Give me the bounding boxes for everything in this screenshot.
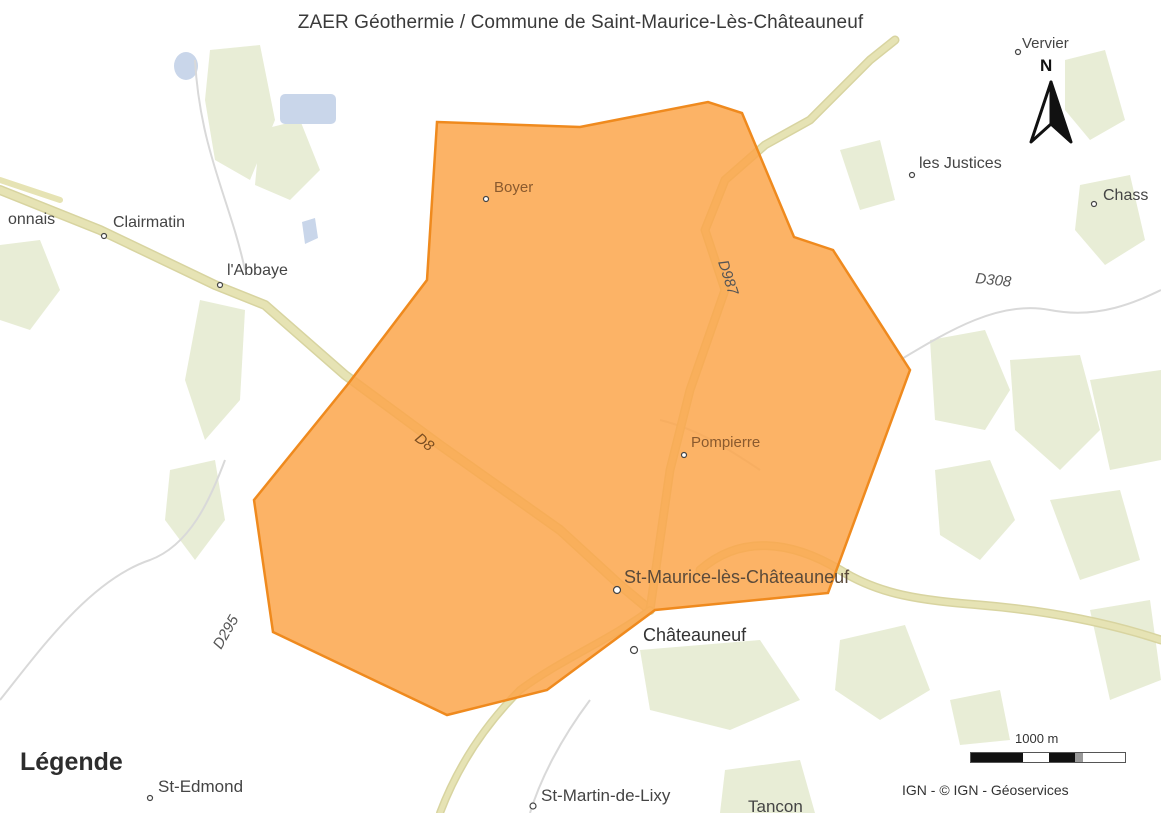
legend-title: Légende xyxy=(20,748,123,776)
north-label: N xyxy=(1040,56,1053,75)
map-title: ZAER Géothermie / Commune de Saint-Mauri… xyxy=(297,12,864,33)
place-markers xyxy=(100,48,1098,810)
water-layer xyxy=(174,52,336,244)
scale-segment xyxy=(1023,753,1049,762)
scale-segment xyxy=(1049,753,1075,762)
place-label-pompierre: Pompierre xyxy=(691,434,760,451)
place-label-st-maurice: St-Maurice-lès-Châteauneuf xyxy=(624,567,850,587)
scale-segment xyxy=(1075,753,1083,762)
vegetation-layer xyxy=(0,45,1161,813)
place-label-st-martin: St-Martin-de-Lixy xyxy=(541,786,671,805)
road-label-d308: D308 xyxy=(975,270,1013,291)
place-label-clairmatin: Clairmatin xyxy=(113,214,185,231)
place-label-chass: Chass xyxy=(1103,187,1148,204)
scale-label: 1000 m xyxy=(1015,731,1059,746)
minor-roads xyxy=(0,59,1161,813)
place-label-vervier: Vervier xyxy=(1022,35,1069,52)
scale-bar xyxy=(970,752,1126,763)
zaer-zone-polygon[interactable] xyxy=(252,100,912,717)
place-label-chateauneuf: Châteauneuf xyxy=(643,625,747,645)
scale-segment xyxy=(1083,753,1125,762)
place-label-st-edmond: St-Edmond xyxy=(158,777,243,796)
place-label-onnais: onnais xyxy=(8,211,55,228)
place-label-les-justices: les Justices xyxy=(919,155,1002,172)
place-label-boyer: Boyer xyxy=(494,179,533,196)
place-label-tancon: Tancon xyxy=(748,797,803,813)
place-label-labbaye: l'Abbaye xyxy=(227,262,288,279)
north-arrow-icon xyxy=(1029,80,1073,144)
scale-segment xyxy=(971,753,1023,762)
attribution: IGN - © IGN - Géoservices xyxy=(902,782,1069,798)
